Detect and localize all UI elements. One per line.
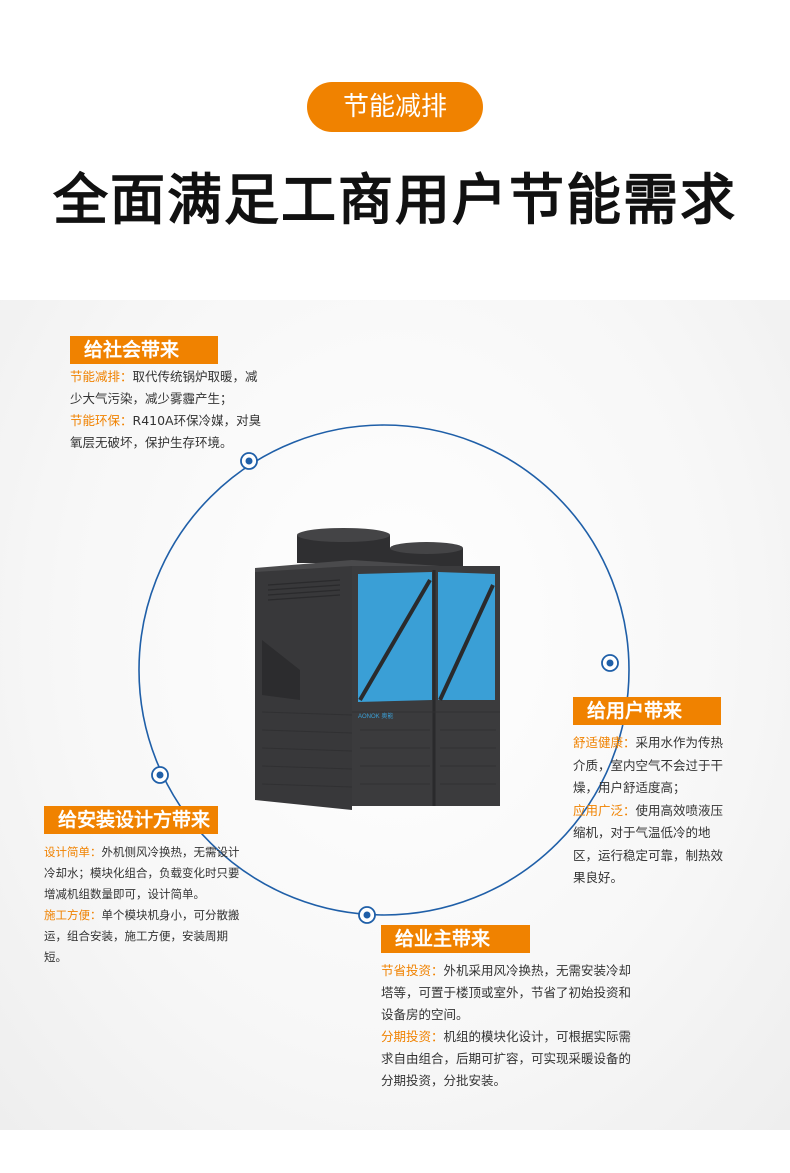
item-text: 机组的模块化设计，可根据实际需求自由组合，后期可扩容，可实现采暖设备的分期投资，…	[381, 1029, 632, 1088]
item-label: 节能减排：	[70, 369, 133, 384]
item-text: 外机侧风冷换热，无需设计冷却水；模块化组合，负载变化时只要增减机组数量即可，设计…	[44, 845, 240, 901]
heat-pump-unit-image: AONOK 奥能	[255, 528, 500, 810]
item-label: 应用广泛：	[573, 802, 636, 818]
item-text: 采用水作为传热介质，室内空气不会过于干燥，用户舒适度高；	[573, 735, 724, 795]
section-desc-designer: 设计简单：外机侧风冷换热，无需设计冷却水；模块化组合，负载变化时只要增减机组数量…	[44, 842, 240, 968]
item-label: 节省投资：	[381, 963, 444, 978]
orbit-node-designer	[151, 766, 169, 784]
section-title-society: 给社会带来	[70, 336, 218, 364]
badge-energy-saving: 节能减排	[307, 82, 483, 132]
section-title-user: 给用户带来	[573, 697, 721, 725]
item-text: R410A环保冷媒，对臭氧层无破坏，保护生存环境。	[70, 413, 262, 450]
item-text: 取代传统锅炉取暖，减少大气污染，减少雾霾产生；	[70, 369, 258, 406]
section-desc-owner: 节省投资：外机采用风冷换热，无需安装冷却塔等，可置于楼顶或室外，节省了初始投资和…	[381, 960, 637, 1092]
item-label: 设计简单：	[44, 845, 102, 859]
section-title-designer: 给安装设计方带来	[44, 806, 218, 834]
orbit-node-owner	[358, 906, 376, 924]
orbit-circle	[138, 424, 630, 916]
item-text: 外机采用风冷换热，无需安装冷却塔等，可置于楼顶或室外，节省了初始投资和设备房的空…	[381, 963, 632, 1022]
item-label: 节能环保：	[70, 413, 133, 428]
orbit-node-user	[601, 654, 619, 672]
item-label: 施工方便：	[44, 908, 102, 922]
item-text: 单个模块机身小，可分散搬运，组合安装，施工方便，安装周期短。	[44, 908, 240, 964]
orbit-node-society	[240, 452, 258, 470]
item-label: 分期投资：	[381, 1029, 444, 1044]
section-title-owner: 给业主带来	[381, 925, 530, 953]
page-title: 全面满足工商用户节能需求	[52, 168, 737, 232]
item-text: 使用高效喷液压缩机，对于气温低冷的地区，运行稳定可靠，制热效果良好。	[573, 802, 724, 886]
item-label: 舒适健康：	[573, 735, 636, 750]
section-desc-society: 节能减排：取代传统锅炉取暖，减少大气污染，减少雾霾产生； 节能环保：R410A环…	[70, 366, 270, 454]
unit-brand-label: AONOK 奥能	[358, 712, 393, 720]
section-desc-user: 舒适健康：采用水作为传热介质，室内空气不会过于干燥，用户舒适度高； 应用广泛：使…	[573, 732, 725, 890]
